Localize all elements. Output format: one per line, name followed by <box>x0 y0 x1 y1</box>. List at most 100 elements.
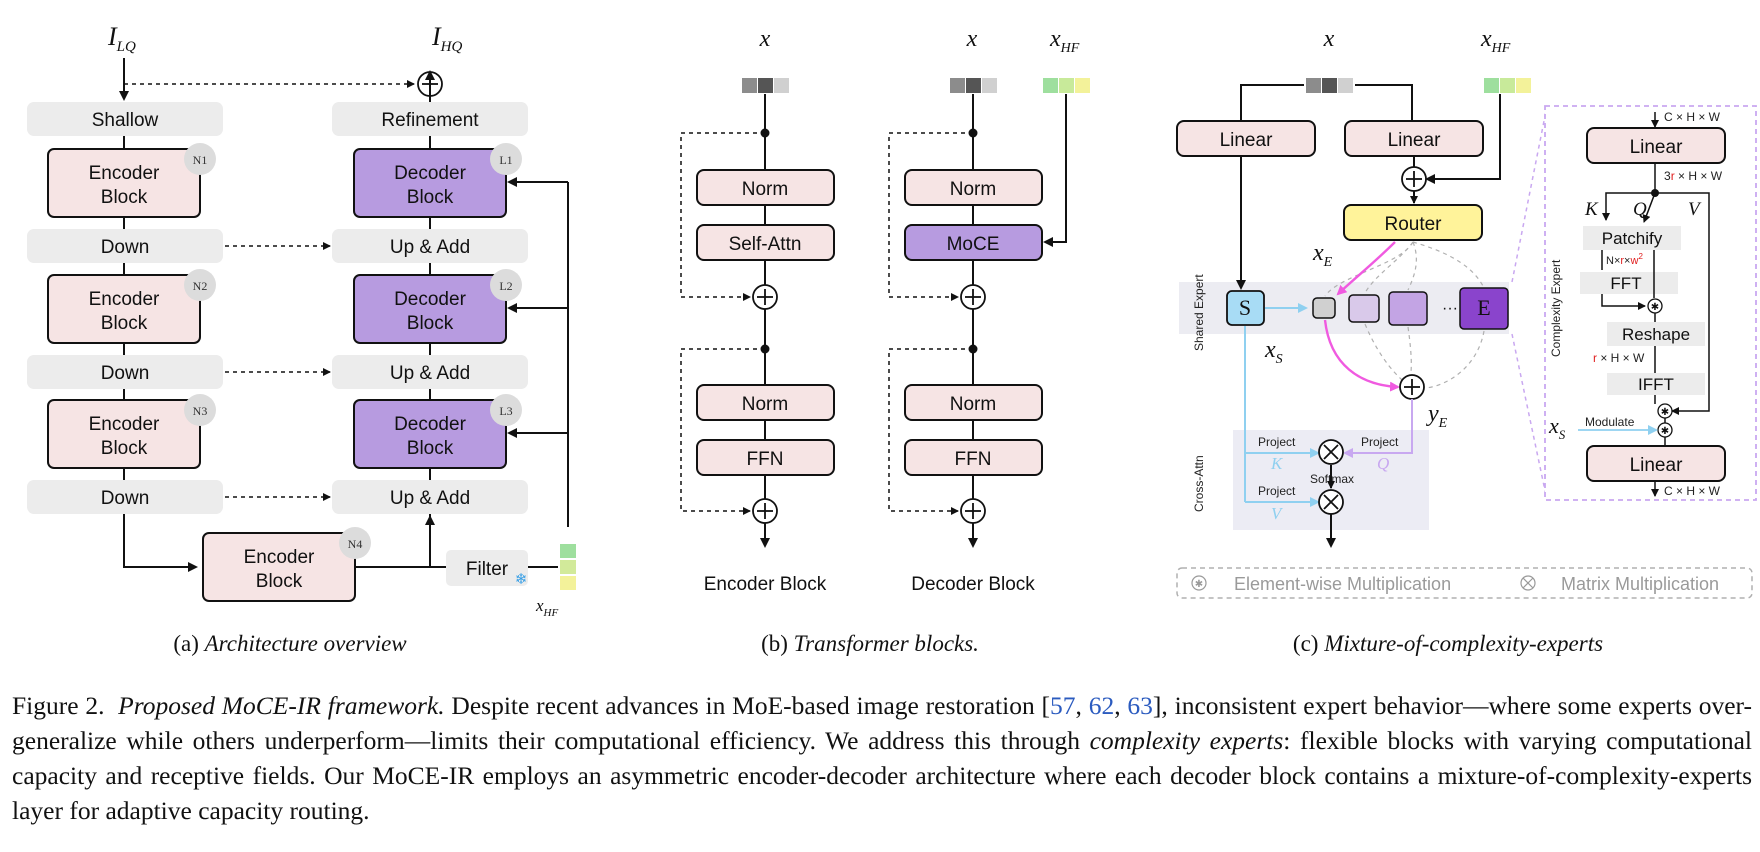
legend-box <box>1176 567 1753 599</box>
svg-text:N4: N4 <box>348 537 363 551</box>
ref-link-63[interactable]: 63 <box>1127 691 1153 720</box>
filter-box <box>446 550 528 586</box>
enc-ffn <box>696 439 835 476</box>
xhf-label-a: xHF <box>535 596 558 619</box>
svg-text:✱: ✱ <box>1195 579 1203 590</box>
shallow-box <box>27 102 223 136</box>
expert-3 <box>1388 291 1428 326</box>
dim-top: C × H × W <box>1664 110 1721 124</box>
badge-l1 <box>490 143 522 175</box>
panel-transformer-blocks: x Norm Self-Attn Norm FFN Encoder Block … <box>680 26 1090 656</box>
x-to-linear-left <box>1240 84 1304 122</box>
dec-norm-2 <box>904 384 1043 421</box>
panel-architecture-overview: ILQ IHQ Shallow Refinement Encoder Block… <box>27 22 576 656</box>
badge-n4 <box>339 527 371 559</box>
svg-text:L3: L3 <box>499 404 512 418</box>
caption-text-2: ], inconsistent expert behavior—where so… <box>12 691 1752 755</box>
legend-elementwise: Element-wise Multiplication <box>1234 574 1451 594</box>
q-label: Q <box>1377 454 1389 473</box>
input-label-lq: ILQ <box>107 22 136 55</box>
up-add-box-3 <box>332 480 528 514</box>
encoder-block-1 <box>47 148 201 218</box>
expert-to-sum-magenta <box>1323 319 1400 392</box>
encoder-block-2 <box>47 274 201 344</box>
svg-text:Block: Block <box>101 187 148 208</box>
svg-text:Up & Add: Up & Add <box>390 363 470 384</box>
svg-text:FFN: FFN <box>747 449 784 470</box>
up-add-box-2 <box>332 355 528 389</box>
shallow-label: Shallow <box>92 110 159 131</box>
badge-n2 <box>184 269 216 301</box>
linear-mid-box <box>1344 120 1484 157</box>
caption-a: (a) Architecture overview <box>173 631 407 656</box>
svg-text:Down: Down <box>101 237 150 258</box>
svg-text:IFFT: IFFT <box>1638 375 1674 394</box>
project-q-label: Project <box>1361 435 1399 449</box>
svg-text:Norm: Norm <box>950 394 996 415</box>
ref-link-62[interactable]: 62 <box>1088 691 1115 720</box>
ce-xs-label: xS <box>1548 413 1566 442</box>
x-label-dec: x <box>966 26 978 52</box>
refinement-box <box>332 102 528 136</box>
svg-text:Encoder: Encoder <box>89 289 160 310</box>
ce-v-label: V <box>1688 199 1702 220</box>
enc-residual-2 <box>680 348 765 515</box>
badge-l2 <box>490 269 522 301</box>
dec-residual-1 <box>888 132 973 301</box>
dec-residual-2 <box>888 348 973 515</box>
up-add-box-1 <box>332 229 528 263</box>
svg-text:Block: Block <box>101 438 148 459</box>
svg-text:Self-Attn: Self-Attn <box>729 234 802 255</box>
xhf-to-moce-arrow <box>1043 94 1067 247</box>
svg-text:Linear: Linear <box>1630 455 1683 476</box>
decoder-block-title: Decoder Block <box>911 574 1035 595</box>
x-to-linear-mid <box>1355 84 1413 120</box>
complexity-expert-label: Complexity Expert <box>1549 259 1563 357</box>
to-bottleneck-arrow <box>123 540 198 572</box>
caption-emphasis: complexity experts <box>1089 726 1284 755</box>
svg-text:Block: Block <box>256 571 303 592</box>
project-k-label: Project <box>1258 435 1296 449</box>
patchify-box <box>1583 226 1681 250</box>
ifft-box <box>1607 373 1705 395</box>
hf-token-3 <box>560 576 576 590</box>
svg-text:✱: ✱ <box>1661 407 1669 418</box>
x-label-enc: x <box>759 26 771 52</box>
svg-text:Norm: Norm <box>742 394 788 415</box>
svg-text:N1: N1 <box>193 153 208 167</box>
dim-patch: N×r×w2 <box>1606 252 1643 267</box>
svg-text:MoCE: MoCE <box>947 234 1000 255</box>
xe-label: xE <box>1312 240 1333 270</box>
shared-expert-s <box>1226 290 1265 326</box>
ref-link-57[interactable]: 57 <box>1050 691 1076 720</box>
router-box <box>1343 204 1483 241</box>
caption-text-1: Despite recent advances in MoE-based ima… <box>444 691 1051 720</box>
down-box-2 <box>27 355 223 389</box>
svg-text:Reshape: Reshape <box>1622 325 1690 344</box>
dim-r: r × H × W <box>1593 351 1645 365</box>
hf-token-1 <box>560 544 576 558</box>
svg-text:Linear: Linear <box>1630 137 1683 158</box>
dec-norm-1 <box>904 169 1043 206</box>
svg-text:Block: Block <box>101 313 148 334</box>
svg-text:✱: ✱ <box>1651 302 1659 313</box>
caption-text-3: : flexible blocks with varying computati… <box>12 726 1753 825</box>
decoder-block-1 <box>353 148 507 218</box>
dim-3r: 3r × H × W <box>1664 169 1723 183</box>
snowflake-icon: ❄ <box>515 571 528 588</box>
panel-mixture-of-complexity-experts: x xHF Linear Linear Router Shared Expert… <box>1176 26 1757 656</box>
dim-bottom: C × H × W <box>1664 484 1721 498</box>
enc-residual-1 <box>680 132 765 301</box>
svg-text:Patchify: Patchify <box>1602 229 1663 248</box>
svg-text:N2: N2 <box>193 279 208 293</box>
ce-linear-bottom <box>1586 445 1726 482</box>
hf-token-2 <box>560 560 576 574</box>
svg-text:L1: L1 <box>499 153 512 167</box>
ye-to-q-path <box>1343 399 1413 458</box>
cross-attn-label: Cross-Attn <box>1192 455 1206 512</box>
moce-ir-figure: ILQ IHQ Shallow Refinement Encoder Block… <box>27 22 1757 656</box>
enc-norm-1 <box>696 169 835 206</box>
ce-linear-top <box>1586 127 1726 164</box>
k-label: K <box>1270 454 1284 473</box>
svg-text:Up & Add: Up & Add <box>390 237 470 258</box>
